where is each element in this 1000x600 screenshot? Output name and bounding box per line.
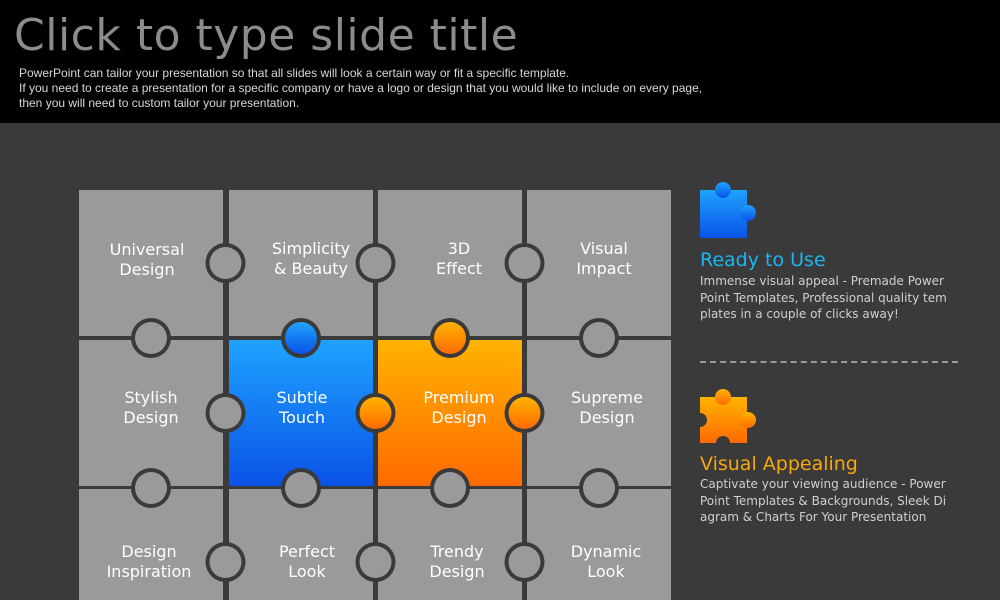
subtitle-line: PowerPoint can tailor your presentation … [19,66,570,80]
puzzle-tab [359,546,392,578]
puzzle-tab [434,322,466,354]
orange-puzzle-piece-icon [693,389,756,450]
subtitle-line: then you will need to custom tailor your… [19,96,300,110]
piece-label-simplicity-beauty[interactable]: Simplicity& Beauty [271,239,351,278]
puzzle-tab [508,247,541,279]
visual-appealing-text[interactable]: Captivate your viewing audience - PowerP… [700,477,947,524]
ready-to-use-title[interactable]: Ready to Use [700,249,826,271]
puzzle-tab [209,247,242,279]
puzzle-tab [209,546,242,578]
puzzle-tab [135,472,167,504]
puzzle-tab [135,322,167,354]
puzzle-tab [359,247,392,279]
puzzle-tab [508,397,541,429]
puzzle-tab [583,472,615,504]
slide-subtitle[interactable]: PowerPoint can tailor your presentation … [19,66,839,111]
puzzle-piece[interactable] [229,340,373,486]
puzzle-tab [434,472,466,504]
puzzle-tab [285,322,317,354]
ready-to-use-text[interactable]: Immense visual appeal - Premade PowerPoi… [700,274,947,321]
puzzle-piece[interactable] [79,190,223,336]
title-bar: Click to type slide title PowerPoint can… [0,0,1000,123]
puzzle-tab [285,472,317,504]
puzzle-piece[interactable] [527,190,671,336]
blue-puzzle-piece-icon [700,182,756,238]
puzzle-tab [583,322,615,354]
puzzle-piece[interactable] [527,340,671,486]
puzzle-tab [359,397,392,429]
visual-appealing-title[interactable]: Visual Appealing [700,453,858,475]
puzzle-piece[interactable] [378,190,522,336]
dashed-divider [700,361,958,363]
puzzle-piece[interactable] [378,340,522,486]
puzzle-piece[interactable] [79,340,223,486]
puzzle-piece[interactable] [229,190,373,336]
puzzle-tab [209,397,242,429]
puzzle-tab [508,546,541,578]
subtitle-line: If you need to create a presentation for… [19,81,703,95]
slide-title[interactable]: Click to type slide title [14,10,519,61]
